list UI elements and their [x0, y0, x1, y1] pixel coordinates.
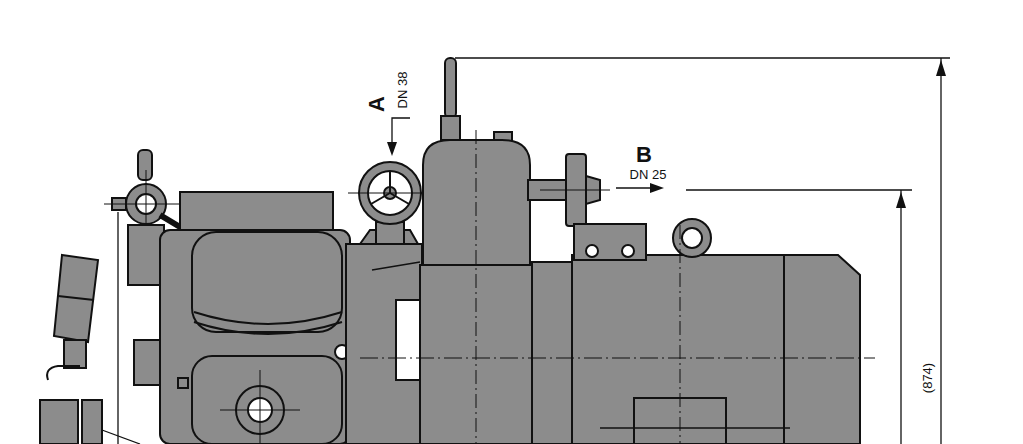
nominal-diameter: DN 38	[396, 72, 409, 109]
connection-letter: A	[366, 96, 388, 112]
dimension-value: (874)	[921, 363, 934, 393]
connection-letter: B	[636, 144, 652, 166]
nominal-diameter: DN 25	[630, 168, 667, 181]
